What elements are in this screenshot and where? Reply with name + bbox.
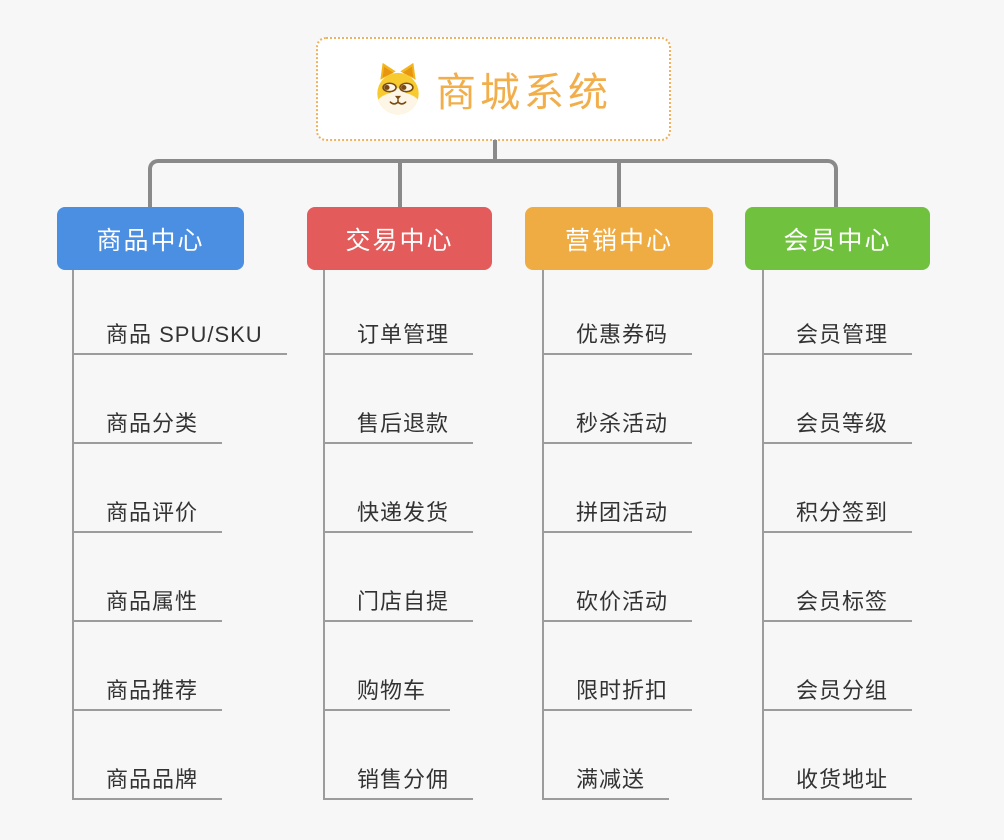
leaf-node[interactable]: 会员标签 bbox=[764, 533, 913, 622]
leaf-node-label: 商品推荐 bbox=[106, 677, 199, 703]
root-connector-stub bbox=[493, 140, 497, 162]
branch-connector-bracket bbox=[148, 159, 838, 207]
leaf-node-label: 砍价活动 bbox=[576, 588, 669, 614]
leaf-node-label: 售后退款 bbox=[357, 410, 450, 436]
branch-node-member-center[interactable]: 会员中心 bbox=[745, 207, 930, 270]
leaf-node[interactable]: 收货地址 bbox=[764, 711, 913, 800]
leaf-node-label: 商品评价 bbox=[106, 499, 199, 525]
leaf-node[interactable]: 商品品牌 bbox=[74, 711, 223, 800]
leaf-node[interactable]: 门店自提 bbox=[325, 533, 474, 622]
leaf-node-label: 购物车 bbox=[357, 677, 427, 703]
leaf-node[interactable]: 销售分佣 bbox=[325, 711, 474, 800]
leaf-node[interactable]: 商品属性 bbox=[74, 533, 223, 622]
leaf-node[interactable]: 商品评价 bbox=[74, 444, 223, 533]
branch-node-trade-center[interactable]: 交易中心 bbox=[307, 207, 492, 270]
leaf-node-label: 会员等级 bbox=[796, 410, 889, 436]
leaf-column-member-center: 会员管理会员等级积分签到会员标签会员分组收货地址 bbox=[762, 270, 913, 800]
leaf-node[interactable]: 会员分组 bbox=[764, 622, 913, 711]
leaf-node[interactable]: 快递发货 bbox=[325, 444, 474, 533]
leaf-node-label: 拼团活动 bbox=[576, 499, 669, 525]
leaf-node[interactable]: 拼团活动 bbox=[544, 444, 693, 533]
leaf-node-label: 门店自提 bbox=[357, 588, 450, 614]
leaf-node-label: 商品品牌 bbox=[106, 766, 199, 792]
branch-connector-drop-2 bbox=[398, 161, 402, 207]
leaf-node-label: 商品 SPU/SKU bbox=[106, 321, 263, 347]
leaf-node[interactable]: 商品分类 bbox=[74, 355, 223, 444]
leaf-node[interactable]: 优惠券码 bbox=[544, 270, 693, 355]
doge-icon bbox=[377, 62, 419, 115]
leaf-node-label: 收货地址 bbox=[796, 766, 889, 792]
leaf-node-label: 积分签到 bbox=[796, 499, 889, 525]
leaf-column-trade-center: 订单管理售后退款快递发货门店自提购物车销售分佣 bbox=[323, 270, 474, 800]
leaf-node-label: 销售分佣 bbox=[357, 766, 450, 792]
leaf-node[interactable]: 满减送 bbox=[544, 711, 670, 800]
leaf-node[interactable]: 积分签到 bbox=[764, 444, 913, 533]
leaf-node-label: 秒杀活动 bbox=[576, 410, 669, 436]
branch-connector-drop-3 bbox=[617, 161, 621, 207]
leaf-node[interactable]: 会员管理 bbox=[764, 270, 913, 355]
leaf-column-product-center: 商品 SPU/SKU 商品分类商品评价商品属性商品推荐商品品牌 bbox=[72, 270, 287, 800]
root-title: 商城系统 bbox=[436, 71, 612, 115]
leaf-node-label: 快递发货 bbox=[357, 499, 450, 525]
leaf-node-label: 会员管理 bbox=[796, 321, 889, 347]
leaf-node-label: 商品分类 bbox=[106, 410, 199, 436]
leaf-node[interactable]: 商品推荐 bbox=[74, 622, 223, 711]
branch-node-marketing-center[interactable]: 营销中心 bbox=[525, 207, 713, 270]
leaf-node-label: 限时折扣 bbox=[576, 677, 669, 703]
leaf-node[interactable]: 订单管理 bbox=[325, 270, 474, 355]
leaf-node-label: 订单管理 bbox=[357, 321, 450, 347]
leaf-node-label: 商品属性 bbox=[106, 588, 199, 614]
leaf-node-label: 会员分组 bbox=[796, 677, 889, 703]
leaf-node[interactable]: 商品 SPU/SKU bbox=[74, 270, 287, 355]
leaf-node[interactable]: 限时折扣 bbox=[544, 622, 693, 711]
leaf-node-label: 会员标签 bbox=[796, 588, 889, 614]
branch-node-product-center[interactable]: 商品中心 bbox=[57, 207, 244, 270]
leaf-node[interactable]: 售后退款 bbox=[325, 355, 474, 444]
leaf-node-label: 满减送 bbox=[576, 766, 646, 792]
leaf-node[interactable]: 会员等级 bbox=[764, 355, 913, 444]
leaf-node[interactable]: 秒杀活动 bbox=[544, 355, 693, 444]
root-node[interactable]: 商城系统 bbox=[316, 37, 671, 141]
leaf-node[interactable]: 砍价活动 bbox=[544, 533, 693, 622]
leaf-column-marketing-center: 优惠券码秒杀活动拼团活动砍价活动限时折扣满减送 bbox=[542, 270, 693, 800]
leaf-node[interactable]: 购物车 bbox=[325, 622, 451, 711]
leaf-node-label: 优惠券码 bbox=[576, 321, 669, 347]
